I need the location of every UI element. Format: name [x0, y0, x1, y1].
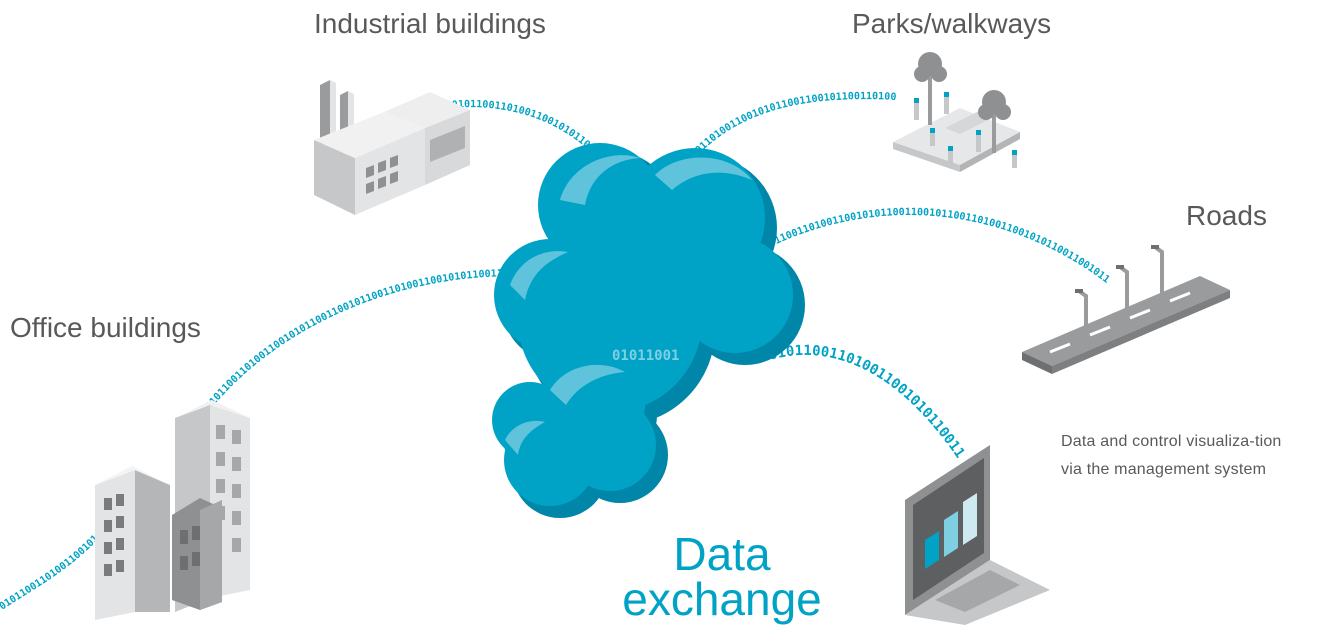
center-title: Data exchange — [542, 528, 902, 625]
label-parks-walkways: Parks/walkways — [852, 8, 1052, 39]
center-title-line2: exchange — [622, 573, 822, 625]
label-management-system: Data and control visualiza-tion via the … — [1061, 433, 1282, 478]
svg-text:01011001: 01011001 — [612, 348, 679, 364]
road-icon — [1022, 245, 1230, 374]
office-buildings-icon — [95, 400, 250, 620]
label-office-buildings: Office buildings — [10, 312, 201, 343]
binary-stream-office: 0101100110100110010101100110010110011010… — [0, 0, 612, 412]
cloud-icon: 01011001 — [492, 143, 805, 518]
binary-stream-laptop: 0101100110100110010101100110010110011010… — [0, 0, 968, 461]
laptop-icon — [905, 445, 1050, 625]
label-industrial-buildings: Industrial buildings — [314, 8, 546, 39]
center-title-line1: Data — [673, 528, 771, 580]
park-icon — [893, 52, 1020, 172]
label-roads: Roads — [1186, 200, 1267, 231]
factory-icon — [314, 80, 470, 215]
